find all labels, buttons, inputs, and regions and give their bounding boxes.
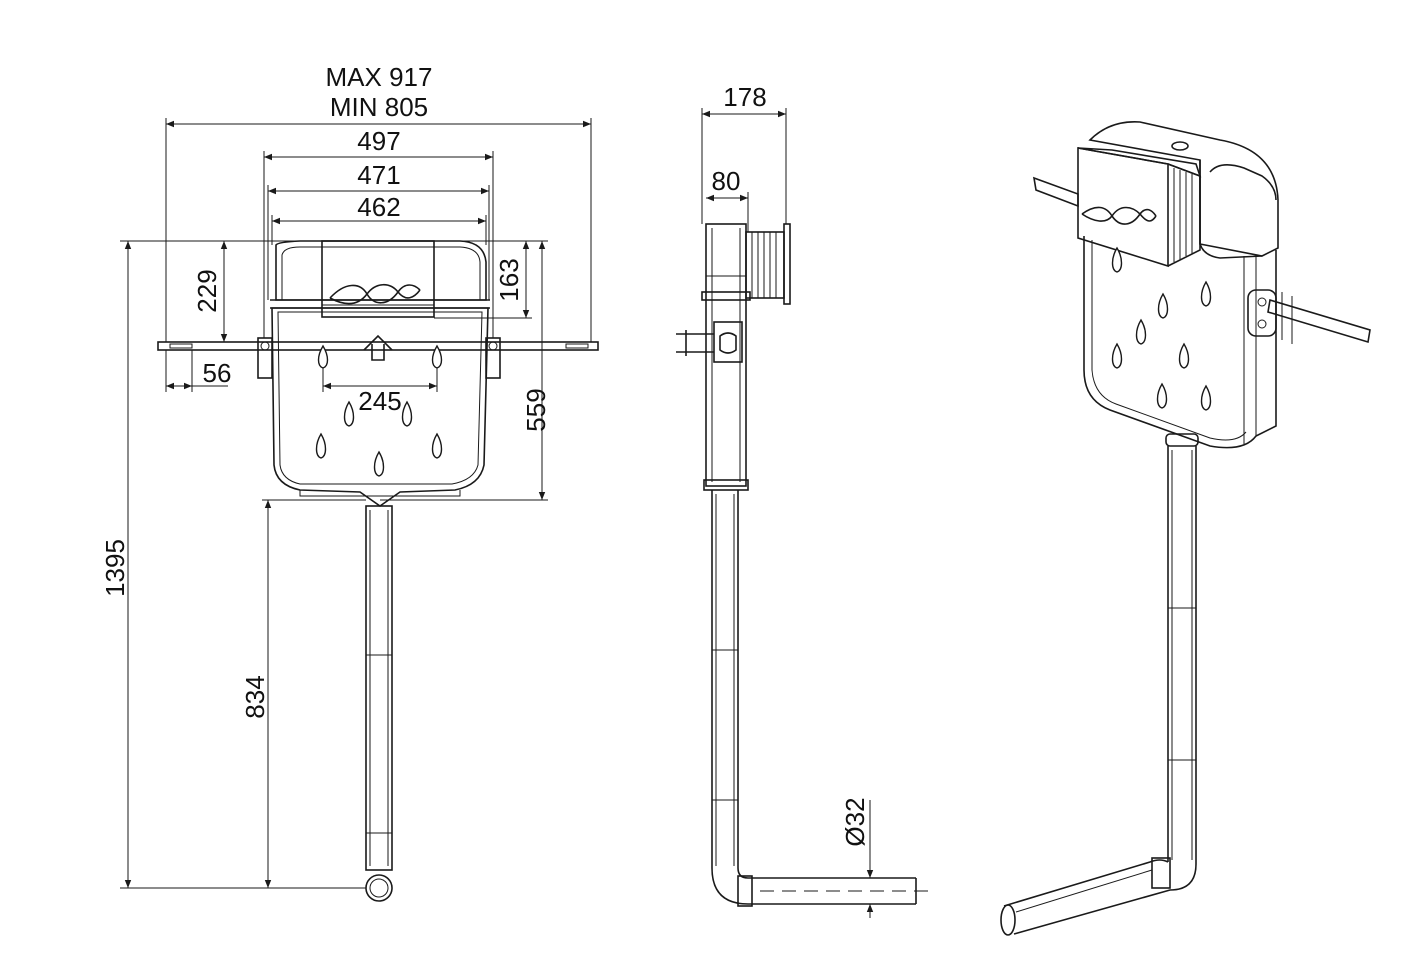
dim-834: 834: [240, 675, 270, 718]
iso-water-drops: [1111, 246, 1212, 411]
front-water-drops: [315, 344, 443, 477]
side-view: 178 80 Ø32: [676, 82, 930, 918]
dim-163: 163: [494, 258, 524, 301]
water-drop-icon: [1111, 246, 1123, 273]
side-dimensions: [701, 108, 874, 918]
side-flush-pipe: [711, 490, 930, 907]
isometric-view: [1000, 121, 1371, 936]
iso-cistern-body: [1083, 121, 1279, 449]
water-drop-icon: [1135, 318, 1147, 345]
water-drop-icon: [401, 400, 413, 427]
front-flush-pipe: [365, 505, 393, 902]
iso-flush-plate: [1077, 147, 1202, 268]
wave-logo-icon: [329, 283, 421, 305]
dim-471: 471: [357, 160, 400, 190]
water-drop-icon: [1156, 382, 1168, 409]
water-drop-icon: [431, 432, 443, 459]
water-drop-icon: [343, 400, 355, 427]
dim-229: 229: [192, 269, 222, 312]
water-drop-icon: [1200, 280, 1212, 307]
dim-1395: 1395: [100, 539, 130, 597]
dim-462: 462: [357, 192, 400, 222]
arrow-up-icon: [363, 334, 393, 361]
iso-wave-logo-icon: [1081, 206, 1157, 225]
iso-flush-pipe: [1000, 433, 1199, 936]
water-drop-icon: [315, 432, 327, 459]
water-drop-icon: [1111, 342, 1123, 369]
front-flush-plate: [321, 240, 435, 318]
front-dimensions: [120, 118, 592, 889]
dim-80: 80: [712, 166, 741, 196]
side-cistern-body: [676, 223, 751, 491]
dim-pipe-diameter: Ø32: [840, 797, 870, 846]
water-drop-icon: [1178, 342, 1190, 369]
dim-min-width: MIN 805: [330, 92, 428, 122]
front-view: MAX 917 MIN 805 497 471 462 229 163 56 2…: [100, 62, 599, 902]
dim-497: 497: [357, 126, 400, 156]
water-drop-icon: [1157, 292, 1169, 319]
water-drop-icon: [1200, 384, 1212, 411]
dim-178: 178: [723, 82, 766, 112]
dim-559: 559: [521, 388, 551, 431]
side-flush-plate: [745, 223, 791, 305]
dim-245: 245: [358, 386, 401, 416]
water-drop-icon: [373, 450, 385, 477]
dim-max-width: MAX 917: [326, 62, 433, 92]
dim-56: 56: [203, 358, 232, 388]
